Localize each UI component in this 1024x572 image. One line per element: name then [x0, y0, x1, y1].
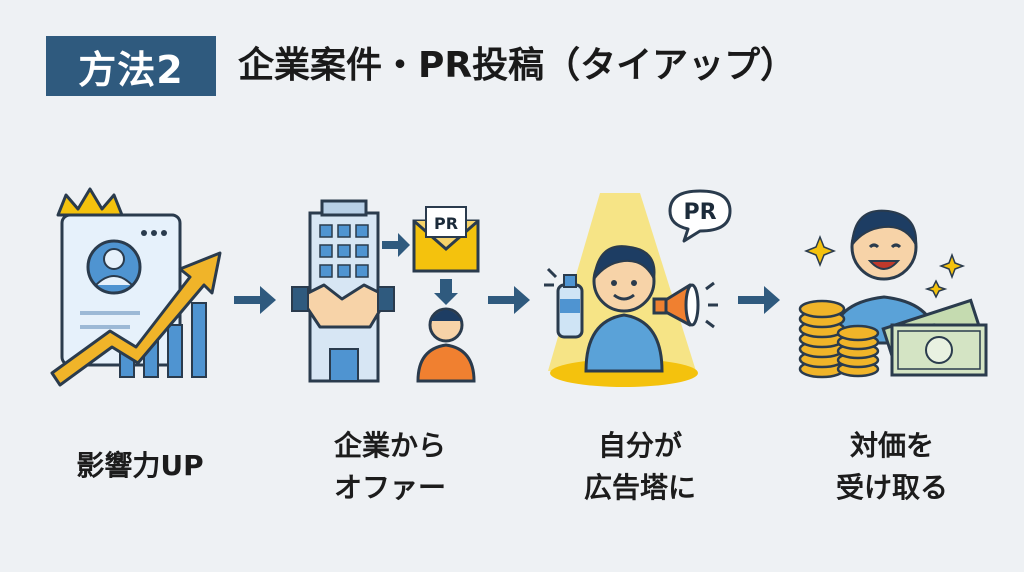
step-receive-payment: [792, 185, 992, 395]
step-label-promoter: 自分が 広告塔に: [583, 429, 696, 504]
header: 方法2 企業案件・PR投稿（タイアップ）: [46, 36, 946, 96]
flow-arrow-2: [484, 280, 534, 320]
promoter-icon: PR: [544, 189, 732, 387]
envelope-pr-text: PR: [434, 214, 458, 233]
step-promoter: PR: [540, 185, 740, 395]
right-arrow-icon: [234, 286, 276, 314]
page-title: 企業案件・PR投稿（タイアップ）: [238, 45, 797, 86]
method-badge: 方法2: [46, 36, 216, 96]
step-label-influence-up: 影響力UP: [76, 449, 204, 482]
company-offer-icon: PR: [291, 199, 480, 383]
right-arrow-icon: [738, 286, 780, 314]
receive-payment-icon: [798, 209, 988, 379]
right-arrow-icon: [488, 286, 530, 314]
flow-arrow-1: [230, 280, 280, 320]
flow-arrow-3: [734, 280, 784, 320]
influence-growth-icon: [50, 187, 222, 387]
step-label-receive-payment: 対価を 受け取る: [835, 429, 948, 504]
step-label-company-offer: 企業から オファー: [333, 429, 446, 504]
step-company-offer: PR: [290, 185, 490, 395]
step-influence-up: [40, 185, 240, 395]
speech-bubble-pr-text: PR: [683, 200, 716, 225]
